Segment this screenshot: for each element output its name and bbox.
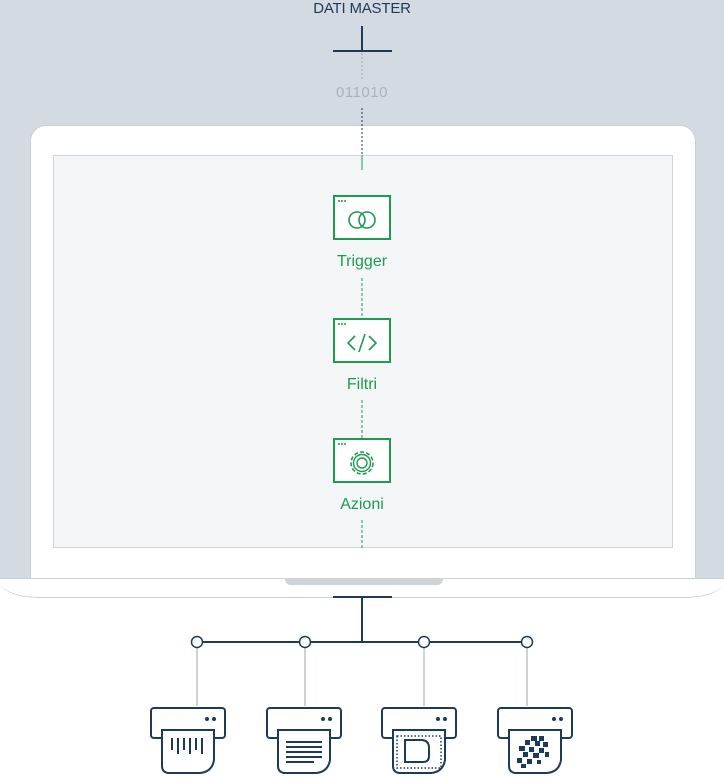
gear-icon bbox=[338, 443, 374, 475]
filters-step-box bbox=[333, 318, 391, 363]
tag-printer-icon bbox=[381, 707, 457, 774]
code-brackets-icon bbox=[338, 323, 378, 353]
trigger-step-box bbox=[333, 195, 391, 240]
qr-code-printer-icon bbox=[497, 707, 573, 774]
document-printer-icon bbox=[266, 707, 342, 774]
actions-label: Azioni bbox=[340, 496, 384, 513]
master-data-title: DATI MASTER bbox=[313, 0, 411, 17]
label-printer-icon bbox=[150, 707, 226, 774]
trigger-label: Trigger bbox=[336, 253, 388, 270]
binary-stream-text: 011010 bbox=[336, 84, 388, 101]
filters-label: Filtri bbox=[346, 376, 378, 393]
linked-rings-icon bbox=[338, 200, 376, 229]
laptop-notch bbox=[285, 578, 443, 585]
actions-step-box bbox=[333, 438, 391, 483]
